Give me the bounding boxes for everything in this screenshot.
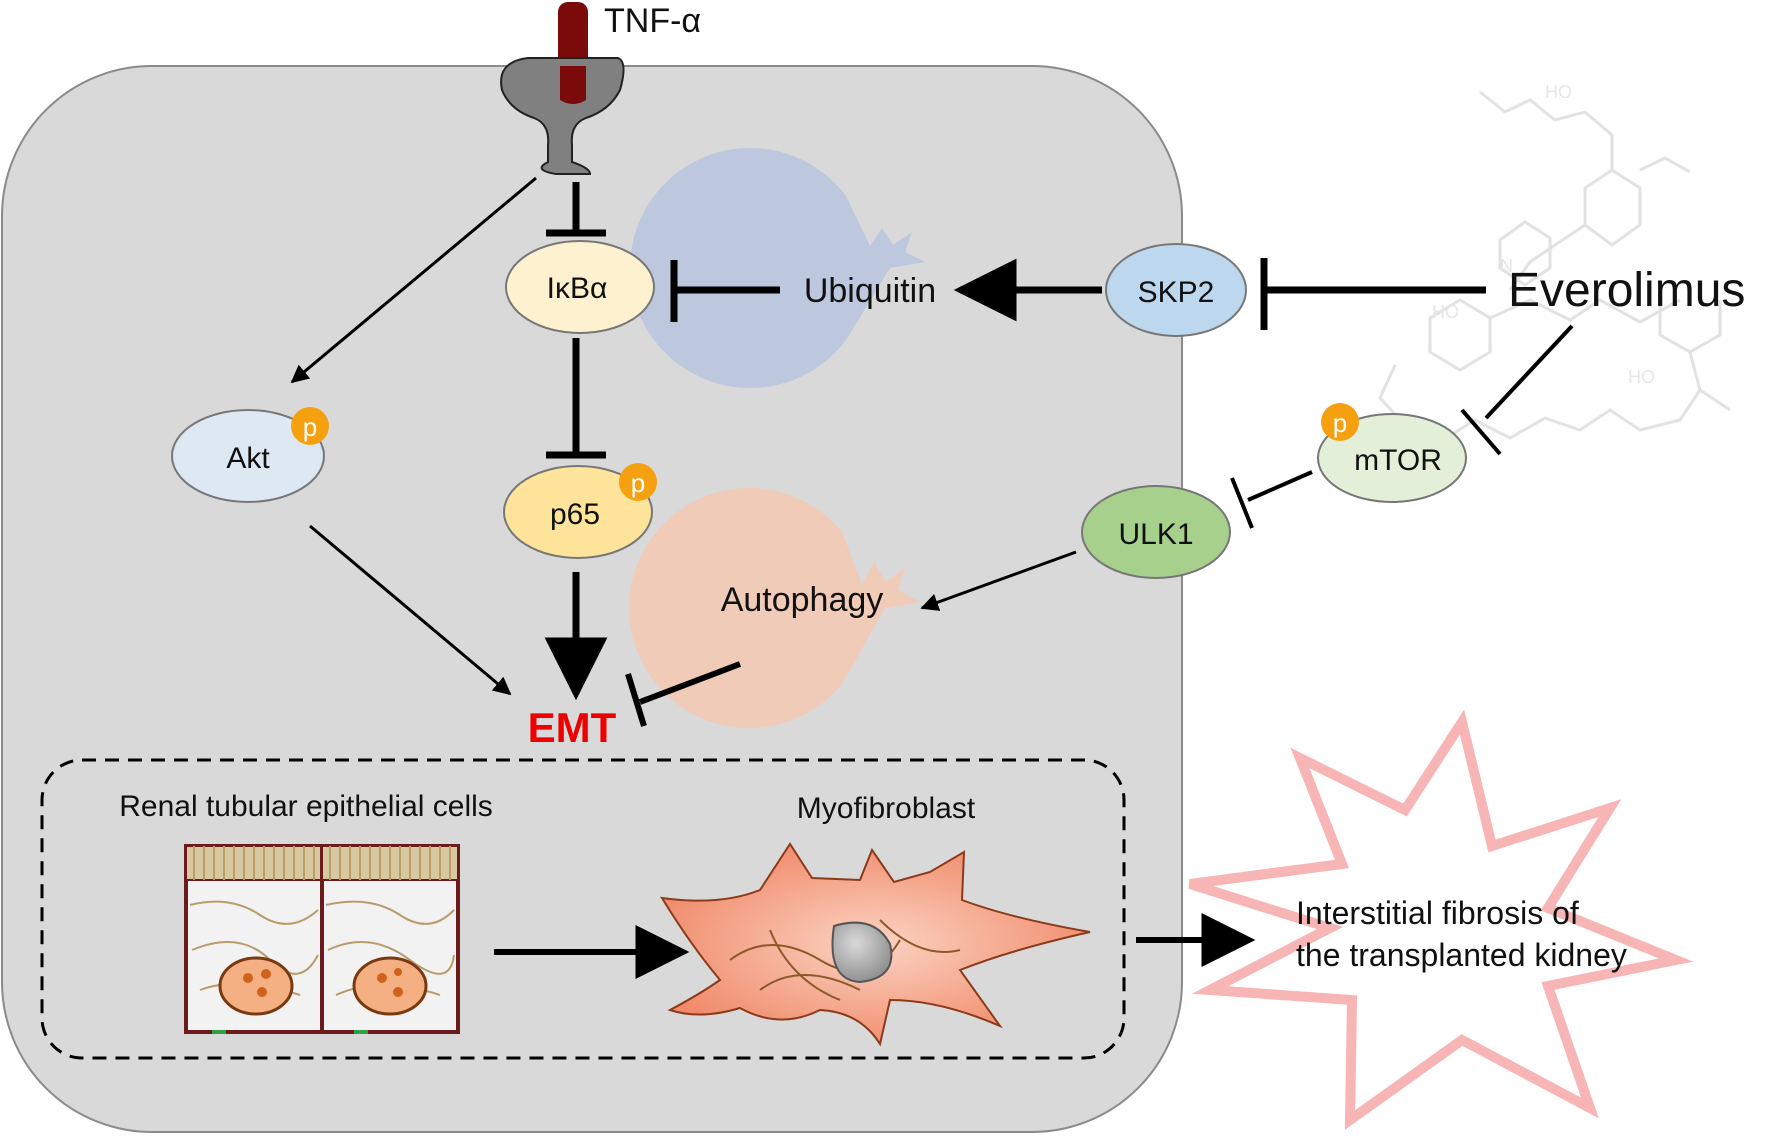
- svg-text:HO: HO: [1628, 367, 1655, 387]
- node-akt: Akt p: [171, 407, 329, 503]
- ubiquitin-label: Ubiquitin: [804, 272, 936, 310]
- epithelial-cell-right: [320, 844, 460, 1034]
- epithelial-cells-label: Renal tubular epithelial cells: [119, 790, 493, 823]
- fibrosis-starburst: [1188, 709, 1694, 1130]
- svg-text:N: N: [1500, 256, 1513, 276]
- phospho-badge-p65: p: [631, 468, 645, 498]
- ubiquitin-shape: [630, 148, 925, 389]
- node-ikba: IκBα: [505, 240, 655, 334]
- phospho-badge-mtor: p: [1333, 408, 1347, 438]
- node-mtor: mTOR p: [1317, 403, 1467, 503]
- myofibroblast-label: Myofibroblast: [797, 792, 976, 825]
- mtor-label: mTOR: [1354, 444, 1442, 477]
- fibrosis-label-line2: the transplanted kidney: [1296, 937, 1627, 973]
- emt-label: EMT: [528, 704, 617, 751]
- myofibroblast-illustration: [660, 842, 1091, 1047]
- fibrosis-label-line1: Interstitial fibrosis of: [1296, 895, 1579, 931]
- node-ulk1: ULK1: [1081, 485, 1231, 579]
- everolimus-structure: [1378, 90, 1731, 444]
- ikba-label: IκBα: [547, 272, 608, 305]
- ulk1-label: ULK1: [1118, 518, 1193, 551]
- cell-body: [1, 65, 1183, 1133]
- phospho-badge-akt: p: [303, 412, 317, 442]
- autophagy-shape: [629, 488, 920, 728]
- epithelial-cell-left: [184, 844, 324, 1034]
- tnf-alpha-ligand: [558, 2, 588, 74]
- epithelial-cells-illustration: [184, 844, 460, 1034]
- everolimus-label: Everolimus: [1508, 264, 1745, 317]
- tnf-receptor: [500, 57, 625, 175]
- everolimus-structure-labels: HO HO HO N: [1432, 82, 1655, 387]
- tnf-alpha-label: TNF-α: [604, 2, 701, 40]
- akt-label: Akt: [226, 442, 270, 475]
- connectors: [290, 176, 1574, 979]
- ligand-bound-part: [560, 66, 586, 104]
- p65-label: p65: [550, 498, 600, 531]
- emt-cell-box: [40, 758, 1126, 1060]
- node-skp2: SKP2: [1105, 243, 1247, 337]
- autophagy-label: Autophagy: [721, 581, 884, 619]
- svg-text:HO: HO: [1545, 82, 1572, 102]
- node-p65: p65 p: [503, 463, 657, 559]
- skp2-label: SKP2: [1138, 276, 1215, 309]
- svg-text:HO: HO: [1432, 302, 1459, 322]
